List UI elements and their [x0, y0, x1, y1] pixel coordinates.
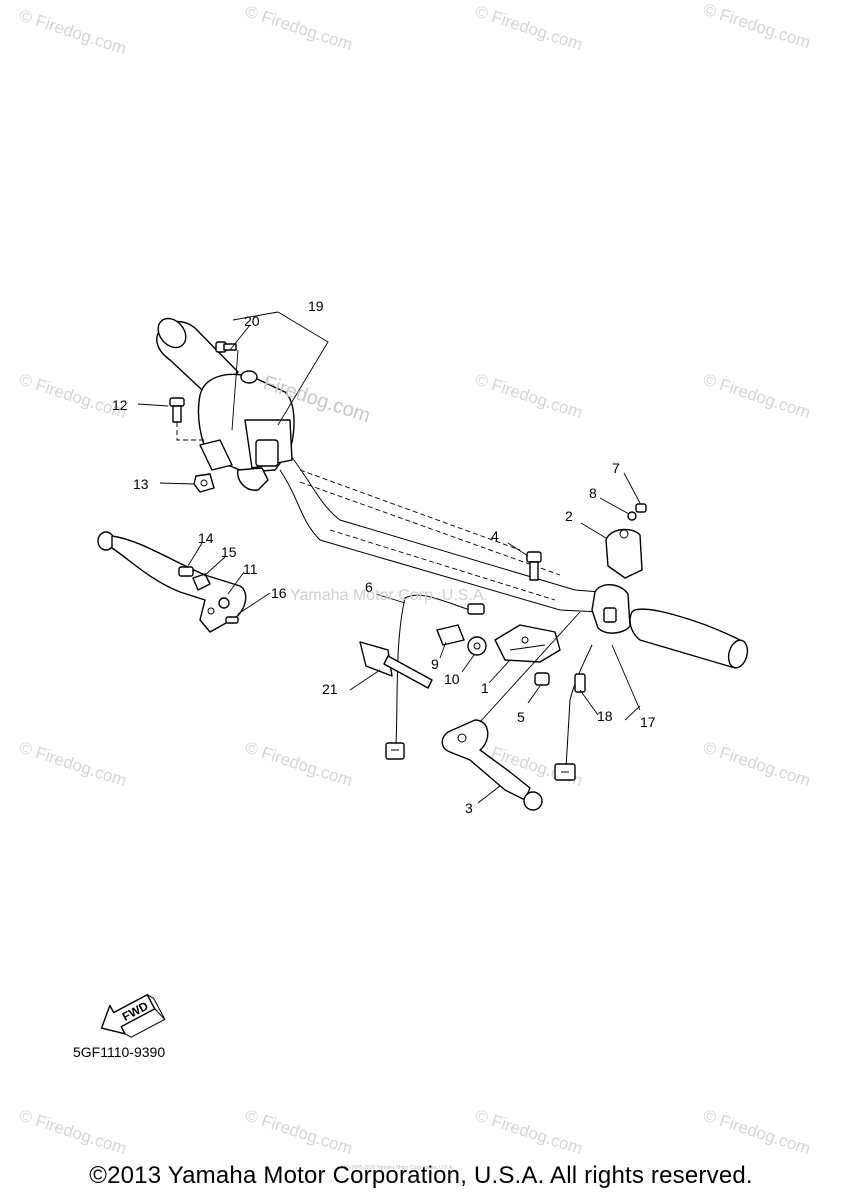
watermark: © Firedog.com — [701, 370, 813, 423]
screw-7 — [635, 503, 647, 513]
callout-3: 3 — [465, 800, 473, 816]
callout-20: 20 — [244, 313, 260, 329]
left-grip-assembly — [156, 317, 295, 491]
watermark: © Firedog.com — [701, 0, 813, 52]
callout-5: 5 — [517, 709, 525, 725]
watermark: © Firedog.com — [243, 1106, 355, 1159]
adjuster-9 — [436, 603, 485, 646]
callout-1: 1 — [481, 680, 489, 696]
cap-5 — [534, 672, 550, 686]
watermark: © Firedog.com — [17, 738, 129, 791]
callout-8: 8 — [589, 485, 597, 501]
brake-lever-3 — [441, 719, 543, 811]
watermark: © Firedog.com — [243, 2, 355, 55]
callout-12: 12 — [112, 397, 128, 413]
washer-8 — [627, 511, 637, 521]
screw-16 — [225, 616, 239, 624]
watermark: © Firedog.com — [473, 370, 585, 423]
screw-20 — [215, 341, 237, 353]
watermark: © Firedog.com — [701, 1106, 813, 1159]
callout-7: 7 — [612, 460, 620, 476]
bolt-4 — [526, 551, 542, 581]
nut-10 — [467, 636, 487, 656]
callout-6: 6 — [365, 579, 373, 595]
fwd-arrow-icon: FWD — [100, 994, 166, 1038]
bracket-2 — [605, 528, 643, 579]
diagram-code: 5GF1110-9390 — [73, 1044, 166, 1060]
watermark: © Firedog.com — [701, 738, 813, 791]
nut-15 — [192, 573, 211, 591]
bolt-14 — [178, 566, 194, 577]
callout-11: 11 — [243, 561, 258, 577]
handlebar — [279, 454, 601, 613]
callout-9: 9 — [431, 656, 439, 672]
callout-19: 19 — [308, 298, 324, 314]
callouts: 1 2 3 4 5 6 7 8 9 10 11 12 13 14 15 16 1… — [112, 298, 656, 816]
callout-13: 13 — [133, 476, 149, 492]
leader-lines — [137, 311, 641, 804]
switch-17 — [554, 644, 593, 781]
watermark-layer: © Firedog.com © Firedog.com © Firedog.co… — [17, 0, 813, 1158]
callout-16: 16 — [271, 585, 287, 601]
callout-2: 2 — [565, 508, 573, 524]
bolt-18 — [574, 673, 586, 693]
callout-14: 14 — [198, 530, 214, 546]
holder-1 — [494, 624, 561, 663]
callout-10: 10 — [444, 671, 460, 687]
micro-copyright: (c) 2005-2016 Yamaha Motor Corporation, … — [344, 1165, 454, 1171]
inner-watermark: Yamaha Motor Corp. U.S.A. — [290, 587, 488, 604]
callout-15: 15 — [221, 544, 237, 560]
watermark: © Firedog.com — [473, 2, 585, 55]
watermark: © Firedog.com — [17, 1106, 129, 1159]
watermark: © Firedog.com — [17, 6, 129, 59]
clamp-21 — [359, 641, 433, 689]
watermark: © Firedog.com — [473, 1106, 585, 1159]
nut-13 — [193, 473, 215, 493]
callout-4: 4 — [491, 528, 499, 544]
callout-18: 18 — [597, 708, 613, 724]
watermark: © Firedog.com — [243, 738, 355, 791]
right-grip-assembly — [591, 584, 749, 669]
copyright-notice: ©2013 Yamaha Motor Corporation, U.S.A. A… — [89, 1162, 753, 1189]
callout-17: 17 — [640, 714, 656, 730]
cable-6 — [385, 594, 471, 760]
left-lever — [97, 531, 247, 633]
callout-21: 21 — [322, 681, 338, 697]
bolt-12 — [169, 397, 205, 441]
